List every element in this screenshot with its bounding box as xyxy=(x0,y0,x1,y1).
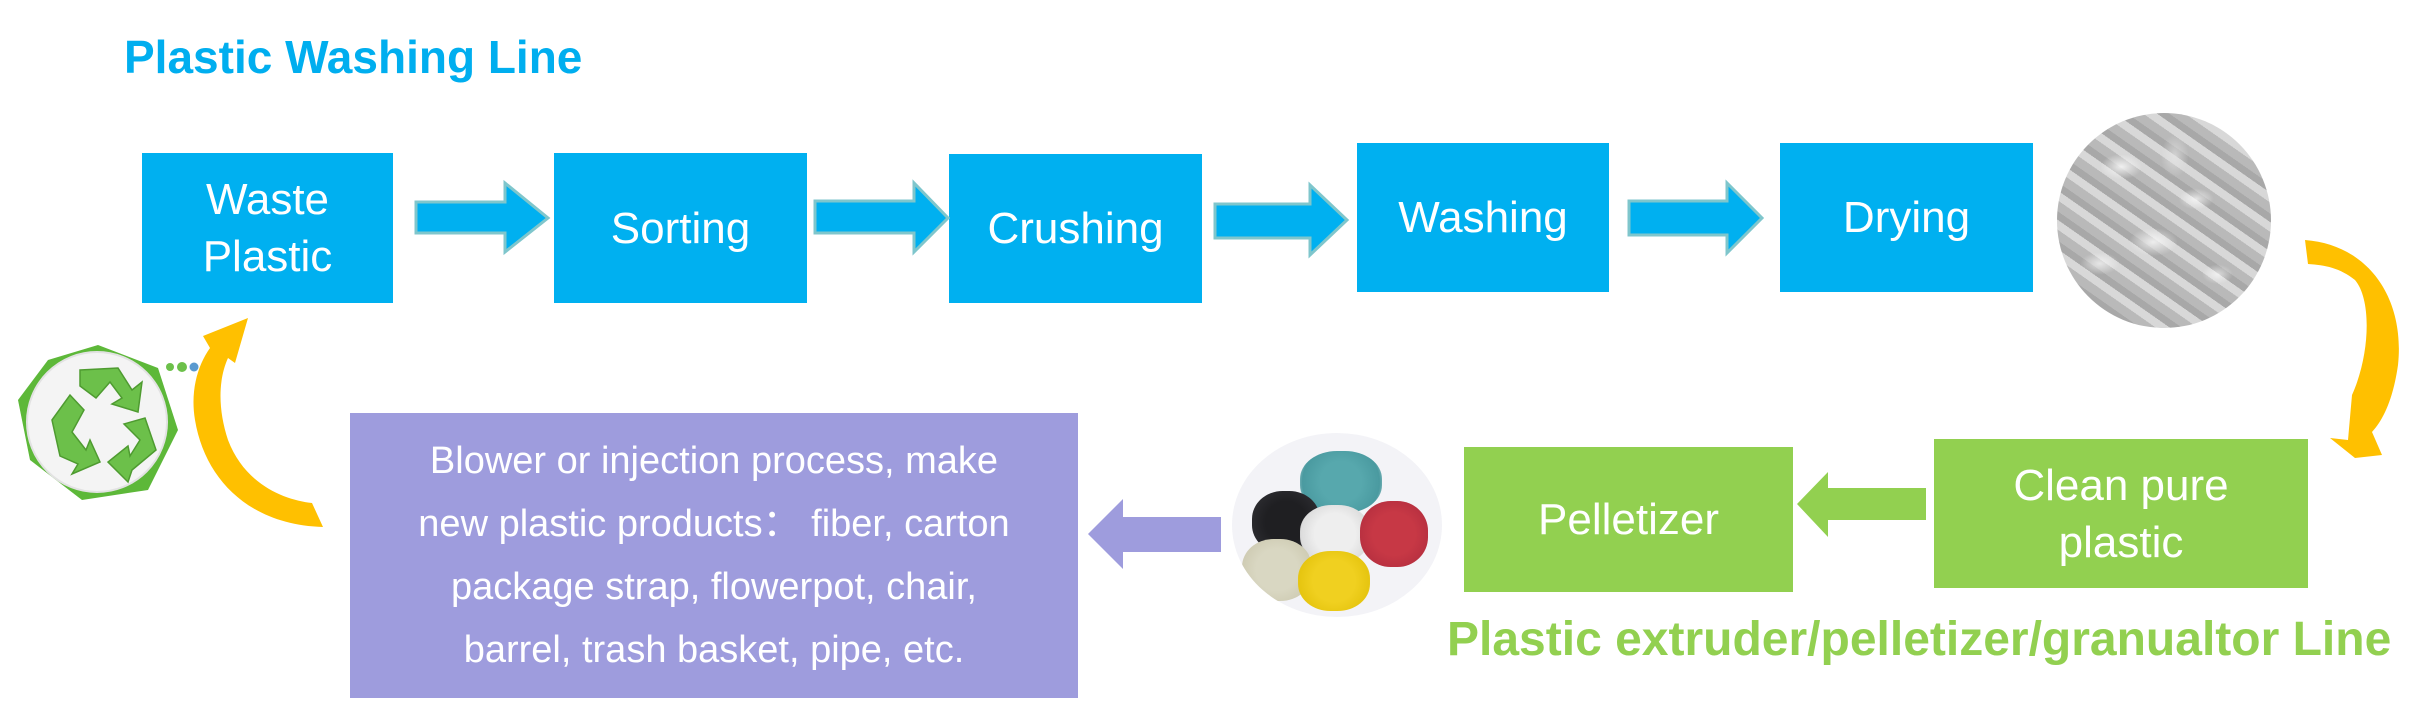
recycle-icon xyxy=(18,345,178,500)
step-clean-pure-plastic: Clean pure plastic xyxy=(1934,439,2308,588)
step-washing: Washing xyxy=(1357,143,1609,292)
step-label: Pelletizer xyxy=(1538,495,1719,544)
arrow-left-icon xyxy=(1797,472,1926,537)
step-label: Waste xyxy=(205,175,330,224)
yellow-pellets xyxy=(1298,551,1370,611)
pelletizer-line-title: Plastic extruder/pelletizer/granualtor L… xyxy=(1447,613,2392,666)
arrow-right-icon xyxy=(1627,179,1765,257)
step-pelletizer: Pelletizer xyxy=(1464,447,1793,592)
step-label: plastic xyxy=(2058,517,2184,567)
step-label: Clean pure xyxy=(2013,460,2229,510)
arrow-right-icon xyxy=(813,179,951,256)
products-line: package strap, flowerpot, chair, xyxy=(451,565,977,608)
step-drying: Drying xyxy=(1780,143,2033,292)
step-crushing: Crushing xyxy=(949,154,1202,303)
arrow-right-icon xyxy=(414,179,551,256)
products-line: new plastic products： fiber, carton xyxy=(418,502,1010,545)
red-pellets xyxy=(1360,501,1428,567)
step-label: Washing xyxy=(1398,193,1568,242)
products-line: barrel, trash basket, pipe, etc. xyxy=(463,628,965,671)
step-label: Plastic xyxy=(202,232,333,281)
colored-pellets-image xyxy=(1232,433,1442,617)
curved-arrow-down-icon xyxy=(2305,240,2399,458)
products-box: Blower or injection process, make new pl… xyxy=(350,413,1078,698)
step-label: Drying xyxy=(1842,193,1971,242)
small-recycle-icons xyxy=(166,362,199,372)
step-waste-plastic: Waste Plastic xyxy=(142,153,393,303)
step-label: Crushing xyxy=(987,204,1164,253)
products-line: Blower or injection process, make xyxy=(429,439,999,482)
washing-line-title: Plastic Washing Line xyxy=(124,31,583,83)
arrow-right-icon xyxy=(1213,181,1350,259)
curved-arrow-up-icon xyxy=(193,318,323,527)
arrow-left-icon xyxy=(1088,499,1221,569)
step-sorting: Sorting xyxy=(554,153,807,303)
step-label: Sorting xyxy=(610,203,751,253)
plastic-flakes-image xyxy=(2057,113,2271,328)
